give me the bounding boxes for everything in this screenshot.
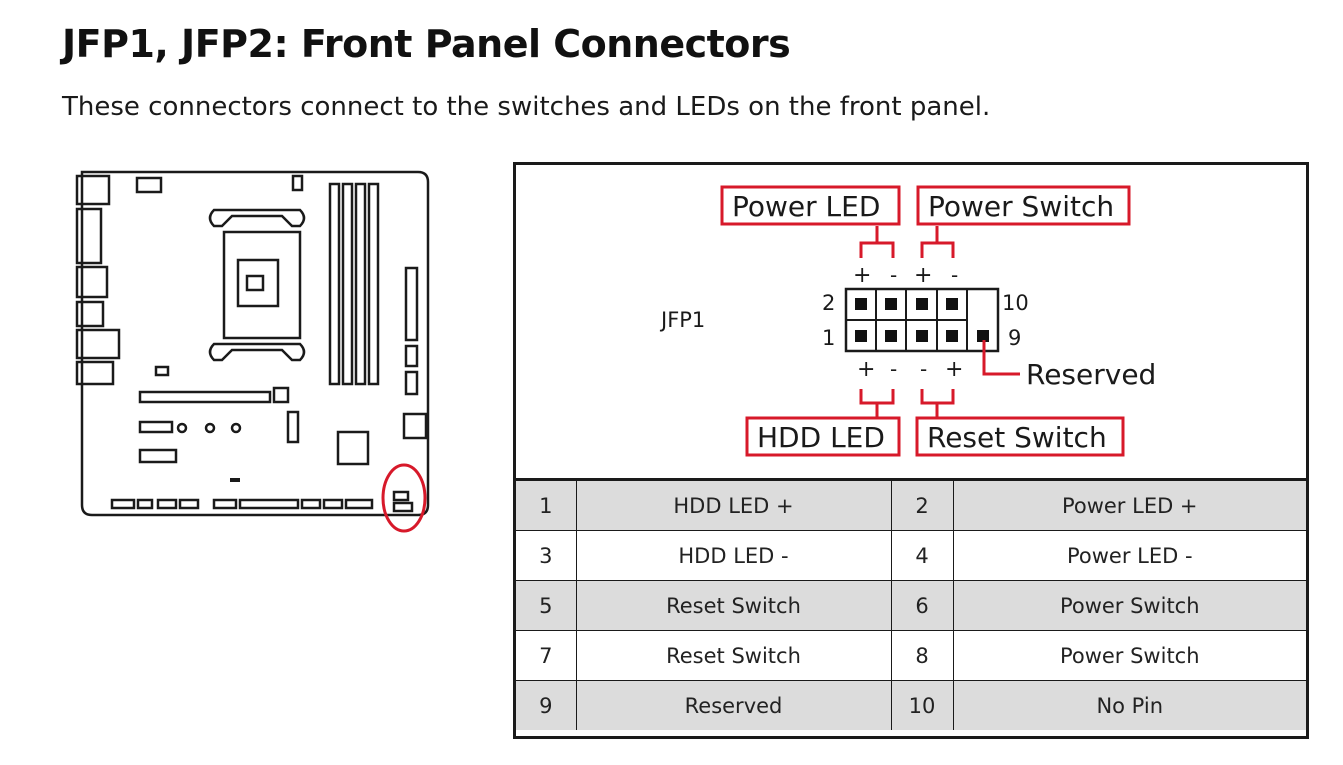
signal-name-cell: Reset Switch <box>575 630 892 681</box>
motherboard-layout-diagram <box>75 170 430 533</box>
callout-reset-switch: Reset Switch <box>927 421 1107 454</box>
pin-number-cell: 3 <box>516 530 577 581</box>
signal-name-cell: Power Switch <box>952 630 1306 681</box>
svg-text:-: - <box>890 263 897 287</box>
pin-number-cell: 1 <box>516 478 577 531</box>
svg-text:+: + <box>945 357 963 382</box>
signal-name-cell: Power LED - <box>952 530 1306 581</box>
pin-number-label: 1 <box>822 326 835 350</box>
pin-number-cell: 6 <box>890 580 954 631</box>
table-row: 5 Reset Switch 6 Power Switch <box>516 580 1306 631</box>
svg-text:-: - <box>951 263 958 287</box>
pin-number-cell: 4 <box>890 530 954 581</box>
jfp1-pinout-diagram: JFP1 2 1 10 9 + - <box>659 185 1156 457</box>
signal-name-cell: Power Switch <box>952 580 1306 631</box>
pin-number-label: 9 <box>1008 326 1021 350</box>
table-row: 1 HDD LED + 2 Power LED + <box>516 478 1306 531</box>
pin-number-cell: 8 <box>890 630 954 681</box>
board-outline <box>80 170 430 517</box>
page-title: JFP1, JFP2: Front Panel Connectors <box>62 22 791 66</box>
svg-text:+: + <box>857 357 875 382</box>
page-subtitle: These connectors connect to the switches… <box>62 92 991 122</box>
jfp1-location-highlight <box>381 463 427 533</box>
connector-label: JFP1 <box>659 308 705 332</box>
pin-number-cell: 10 <box>890 680 954 730</box>
table-row: 3 HDD LED - 4 Power LED - <box>516 530 1306 581</box>
pin-assignment-table: 1 HDD LED + 2 Power LED + 3 HDD LED - 4 … <box>516 478 1306 730</box>
signal-name-cell: Reset Switch <box>575 580 892 631</box>
polarity-signs: + - + - + - - + <box>853 263 963 382</box>
svg-text:-: - <box>890 357 897 381</box>
callout-power-led: Power LED <box>732 190 880 223</box>
signal-name-cell: HDD LED + <box>575 478 892 531</box>
signal-name-cell: Reserved <box>575 680 892 730</box>
pin-number-cell: 5 <box>516 580 577 631</box>
pin-number-cell: 9 <box>516 680 577 730</box>
pin-number-label: 2 <box>822 291 835 315</box>
svg-text:-: - <box>920 357 927 381</box>
connector-panel: JFP1 2 1 10 9 + - <box>513 162 1309 739</box>
svg-text:+: + <box>853 263 871 288</box>
table-row: 9 Reserved 10 No Pin <box>516 680 1306 730</box>
table-row: 7 Reset Switch 8 Power Switch <box>516 630 1306 681</box>
signal-name-cell: HDD LED - <box>575 530 892 581</box>
pin-number-label: 10 <box>1002 291 1029 315</box>
pin-number-cell: 7 <box>516 630 577 681</box>
pin-number-cell: 2 <box>890 478 954 531</box>
callout-reserved: Reserved <box>1026 358 1156 391</box>
pin-markers <box>855 298 989 342</box>
callout-hdd-led: HDD LED <box>757 421 885 454</box>
svg-text:+: + <box>914 263 932 288</box>
callout-brackets <box>720 185 1131 457</box>
signal-name-cell: Power LED + <box>952 478 1306 531</box>
callout-power-switch: Power Switch <box>928 190 1114 223</box>
pin-header <box>844 287 1000 353</box>
signal-name-cell: No Pin <box>952 680 1306 730</box>
